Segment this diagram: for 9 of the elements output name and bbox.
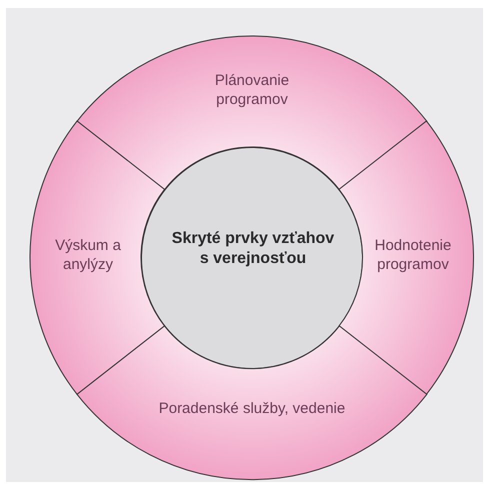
segment-label: Hodnotenie programov bbox=[374, 236, 452, 274]
ring-segment bbox=[77, 36, 427, 190]
segment-label: Plánovanie programov bbox=[214, 71, 290, 109]
ring-segment bbox=[30, 121, 165, 395]
segment-label: Výskum a anylýzy bbox=[54, 236, 122, 274]
ring-segment bbox=[339, 121, 474, 395]
ring-segment bbox=[77, 326, 427, 480]
segment-label: Poradenské služby, vedenie bbox=[158, 398, 346, 418]
center-label: Skryté prvky vzťahov s verejnosťou bbox=[170, 229, 336, 269]
